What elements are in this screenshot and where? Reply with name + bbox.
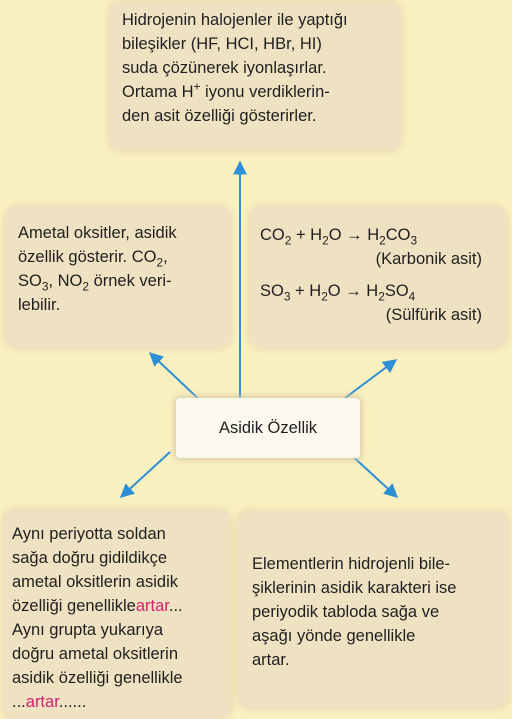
- h-plus-superscript: +: [193, 79, 201, 94]
- top-line-5: den asit özelliği gösterirler.: [122, 107, 317, 125]
- bl-dots-3: ......: [58, 693, 87, 711]
- answer-artar-2: artar: [25, 693, 59, 711]
- bl-line-7: asidik özelliği genellikle: [12, 669, 183, 687]
- bl-dots-2: ...: [12, 693, 26, 711]
- nonmetal-oxides-box: Ametal oksitler, asidik özellik gösterir…: [6, 207, 230, 347]
- left-line-3-e: örnek veri-: [88, 272, 172, 290]
- left-line-2-a: özellik gösterir. CO: [18, 248, 157, 266]
- eq1-c-sub: 2: [379, 233, 386, 248]
- bl-line-6: doğru ametal oksitlerin: [12, 645, 178, 663]
- eq1-a-sub: 2: [284, 233, 292, 248]
- eq1-b-sub: 2: [322, 233, 329, 248]
- eq1-d-sub: 3: [410, 233, 418, 248]
- top-line-1: Hidrojenin halojenler ile yaptığı: [122, 11, 348, 29]
- eq2-a-sub: 3: [283, 289, 291, 304]
- bl-line-4: özelliği genellikleartar...: [12, 594, 224, 618]
- top-line-4-a: Ortama H: [122, 83, 194, 101]
- bl-line-8: ...artar......: [12, 690, 224, 714]
- arrow-down-left: [119, 451, 171, 498]
- sulfuric-acid-name: (Sülfürik asit): [385, 306, 482, 324]
- periodic-trend-oxides-box: Aynı periyotta soldan sağa doğru gidildi…: [4, 510, 230, 718]
- eq2-d: SO: [384, 282, 409, 300]
- left-line-2-c: ,: [163, 248, 168, 266]
- bl-line-2: sağa doğru gidildikçe: [12, 549, 168, 567]
- eq2-b: + H: [290, 282, 322, 300]
- top-line-4-b: iyonu verdiklerin-: [200, 83, 330, 101]
- eq2-d-sub: 4: [408, 289, 416, 304]
- eq1-a: CO: [260, 226, 285, 244]
- left-line-4: lebilir.: [18, 296, 61, 314]
- left-line-2: özellik gösterir. CO2,: [18, 245, 220, 269]
- bl-line-5: Aynı grupta yukarıya: [12, 621, 164, 639]
- bl-line-4-a: özelliği genellikle: [12, 597, 136, 615]
- carbonic-acid-name: (Karbonik asit): [375, 250, 482, 268]
- left-line-3: SO3, NO2 örnek veri-: [18, 269, 220, 293]
- equation-carbonic: CO2 + H2O → H2CO3: [260, 223, 496, 247]
- eq1-b: + H: [291, 226, 323, 244]
- br-line-5: artar.: [252, 651, 290, 669]
- equation-sulfuric: SO3 + H2O → H2SO4: [260, 279, 496, 303]
- acidic-property-center: Asidik Özellik: [176, 398, 360, 458]
- left-sub-3: 2: [82, 279, 89, 294]
- center-label: Asidik Özellik: [218, 419, 318, 437]
- answer-artar-1: artar: [135, 597, 169, 615]
- left-sub-2: 3: [41, 279, 49, 294]
- arrow-up-right: [344, 359, 398, 399]
- bl-line-1: Aynı periyotta soldan: [12, 525, 166, 543]
- eq2-a: SO: [260, 282, 284, 300]
- left-line-3-c: , NO: [48, 272, 83, 290]
- top-line-4: Ortama H+ iyonu verdiklerin-: [122, 80, 390, 104]
- br-line-3: periyodik tabloda sağa ve: [252, 603, 440, 621]
- eq2-b-sub: 2: [321, 289, 328, 304]
- bl-line-3: ametal oksitlerin asidik: [12, 573, 178, 591]
- halogen-acids-box: Hidrojenin halojenler ile yaptığı bileşi…: [110, 2, 400, 150]
- br-line-4: aşağı yönde genellikle: [252, 627, 416, 645]
- hydrogen-compounds-box: Elementlerin hidrojenli bile- şiklerinin…: [238, 512, 508, 707]
- eq1-d: CO: [385, 226, 411, 244]
- br-line-1: Elementlerin hidrojenli bile-: [252, 555, 451, 573]
- eq2-c: O → H: [327, 282, 379, 300]
- top-line-2: bileşikler (HF, HCI, HBr, HI): [122, 35, 322, 53]
- left-line-1: Ametal oksitler, asidik: [18, 224, 177, 242]
- arrow-down-right: [347, 451, 399, 498]
- left-sub-1: 2: [156, 255, 164, 270]
- br-line-2: şiklerinin asidik karakteri ise: [252, 579, 457, 597]
- eq1-c: O → H: [328, 226, 380, 244]
- bl-dots-1: ...: [168, 597, 183, 615]
- top-line-3: suda çözünerek iyonlaşırlar.: [122, 59, 327, 77]
- eq2-c-sub: 2: [378, 289, 385, 304]
- left-line-3-a: SO: [18, 272, 42, 290]
- acid-equations-box: CO2 + H2O → H2CO3 (Karbonik asit) SO3 + …: [250, 207, 506, 347]
